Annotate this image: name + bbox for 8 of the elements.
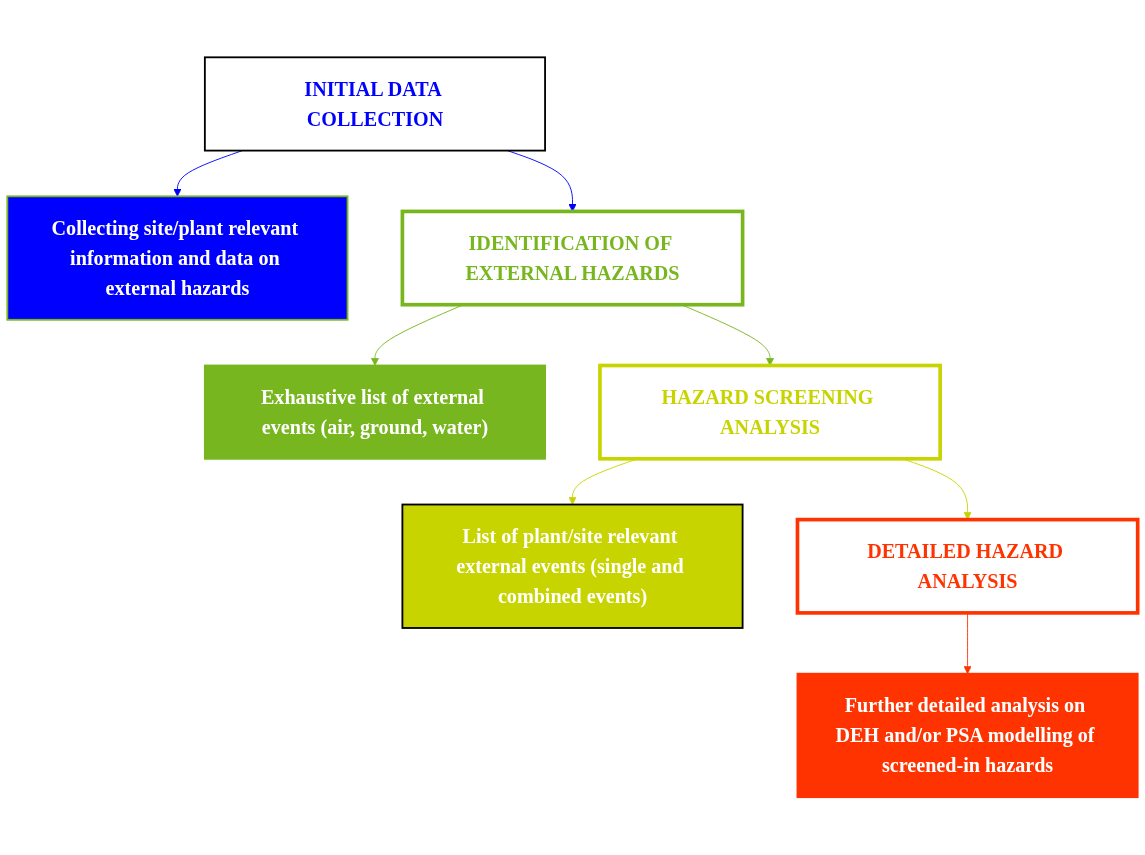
node-box: INITIAL DATA COLLECTION — [203, 56, 546, 152]
node-box: IDENTIFICATION OF EXTERNAL HAZARDS — [400, 209, 745, 307]
node-box: Collecting site/plant relevant information and data on external hazards — [6, 195, 349, 321]
node-box: DETAILED HAZARD ANALYSIS — [795, 518, 1140, 615]
node-box: Exhaustive list of external events (air, ground, water) — [203, 364, 546, 460]
node-box: Further detailed analysis on DEH and/or PSA modelling of screened-in hazards — [796, 673, 1139, 799]
node-box: List of plant/site relevant external events (single and combined events) — [401, 503, 744, 630]
node-box: HAZARD SCREENING ANALYSIS — [598, 363, 942, 461]
